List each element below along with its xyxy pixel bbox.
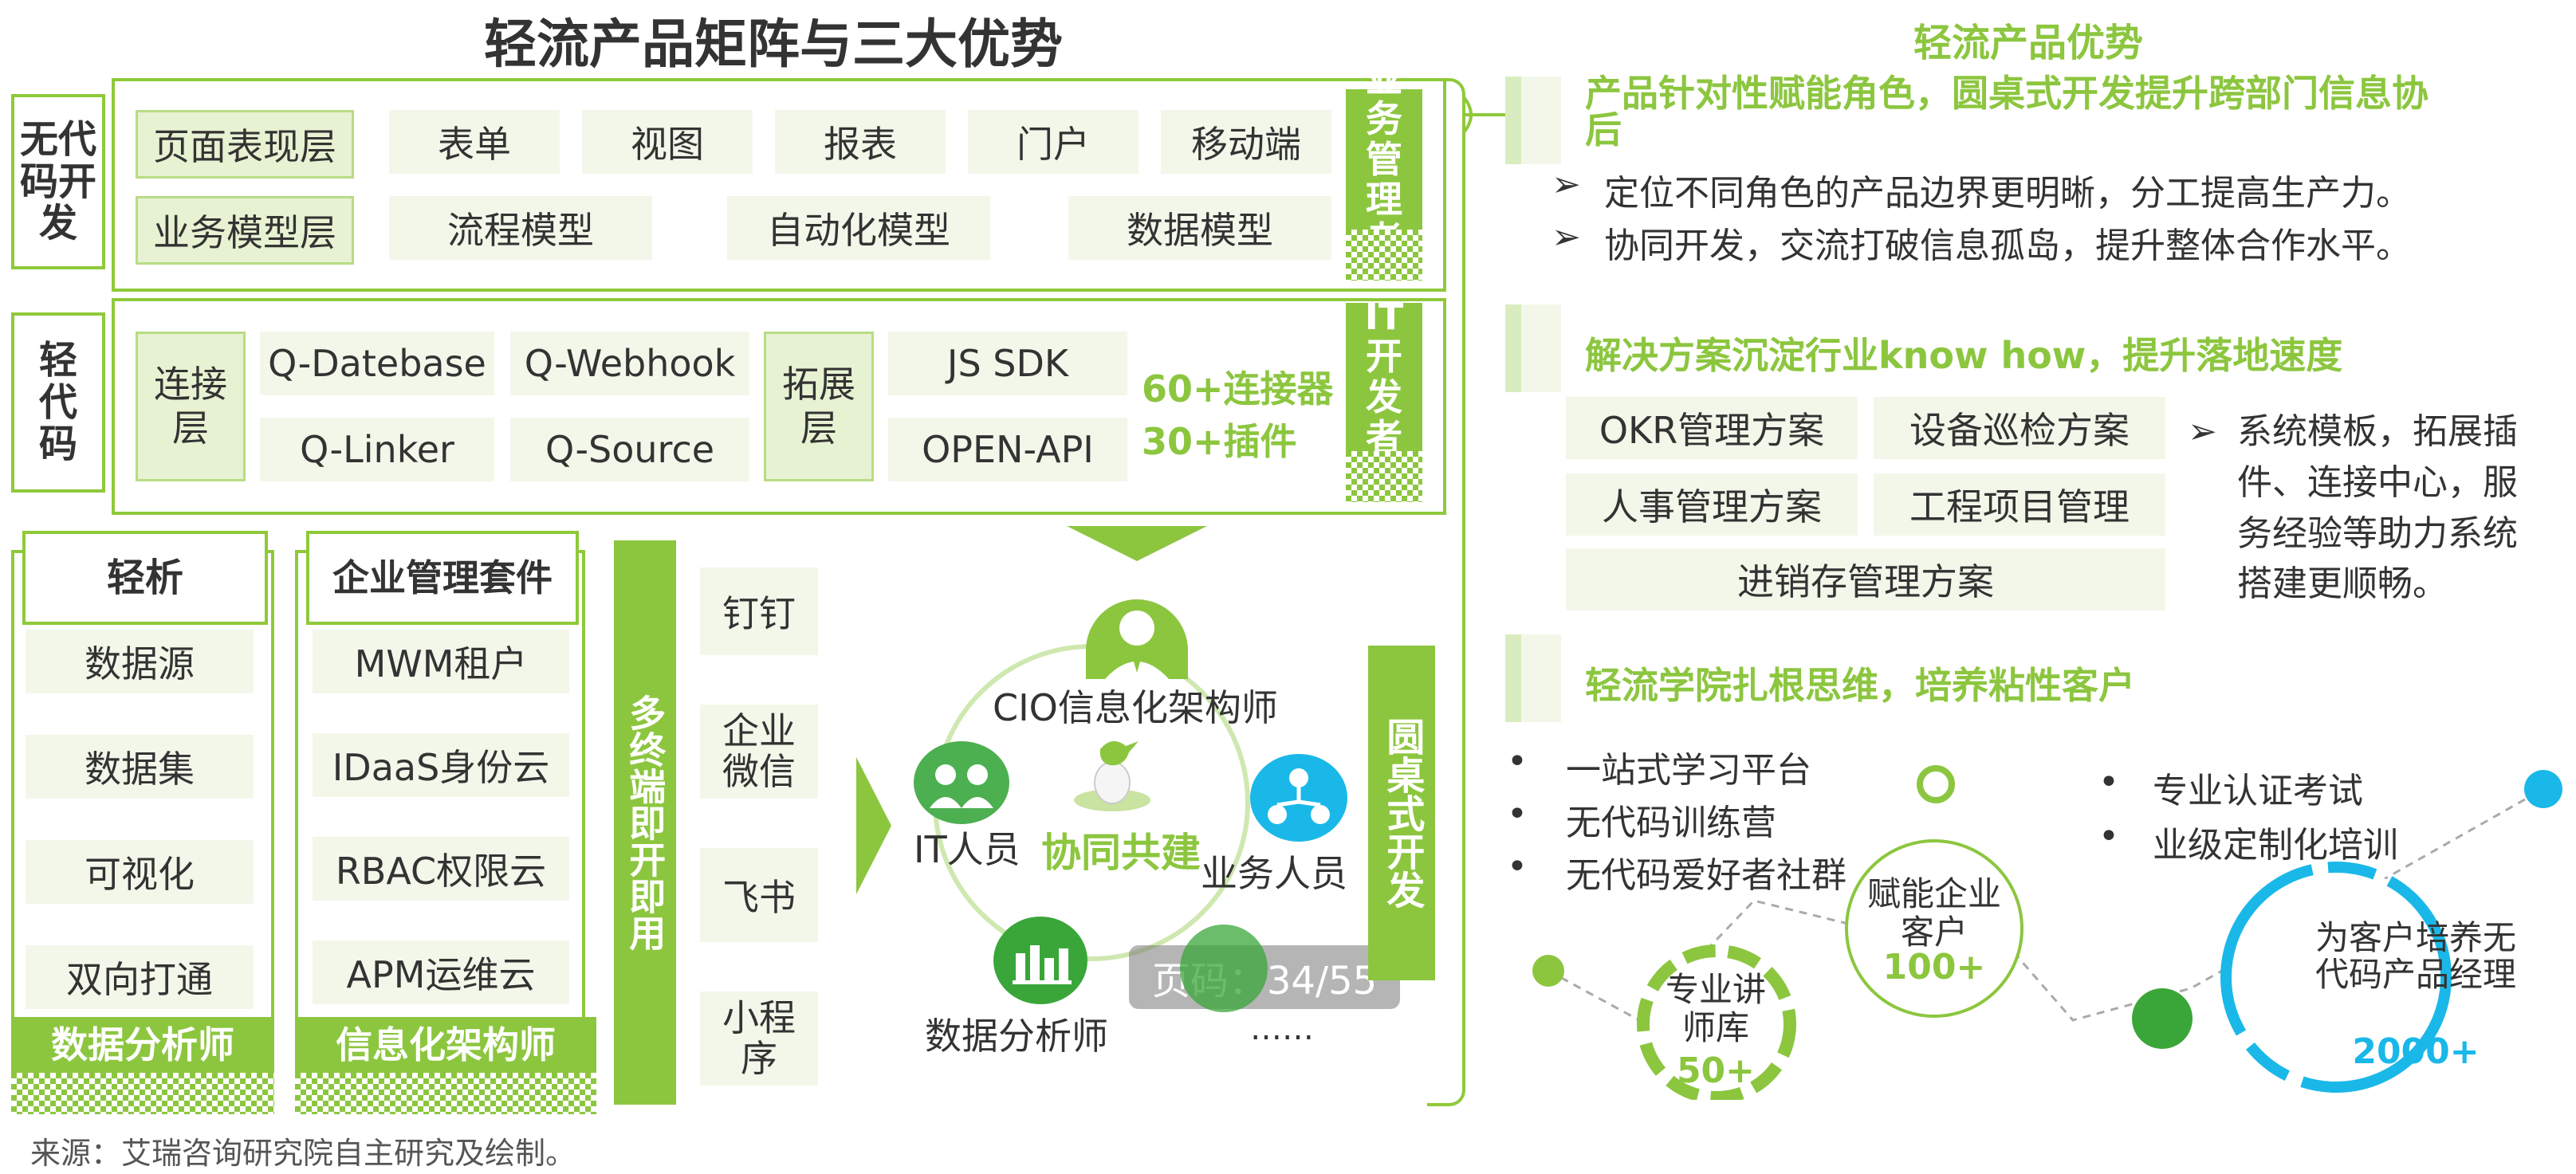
checker-4 <box>295 1073 596 1114</box>
solution-hr: 人事管理方案 <box>1566 473 1858 536</box>
analytics-item-1: 数据源 <box>26 630 254 693</box>
business-staff-icon <box>1250 754 1347 842</box>
terminal-dingtalk: 钉钉 <box>700 567 818 655</box>
analytics-title: 轻析 <box>22 531 268 625</box>
item-process: 流程模型 <box>389 196 652 260</box>
nocode-label: 无代码开发 <box>11 94 105 269</box>
bracket-pointer <box>1462 96 1505 134</box>
role-data-analyst: 数据分析师 <box>925 1015 1108 1058</box>
stat-plugins: 30+插件 <box>1142 420 1297 463</box>
adv2-marker <box>1505 304 1561 392</box>
analytics-footer: 数据分析师 <box>11 1017 274 1073</box>
adv3-title: 轻流学院扎根思维，培养粘性客户 <box>1585 664 2135 707</box>
adv2-title: 解决方案沉淀行业know how，提升落地速度 <box>1585 334 2343 377</box>
collab-center-label: 协同共建 <box>1041 830 1201 876</box>
adv3-dot-1-icon: • <box>1507 741 1528 782</box>
overlay-badge-icon <box>1180 925 1268 1012</box>
adv3-dot-5-icon: • <box>2098 816 2119 857</box>
layer-extend: 拓展层 <box>764 332 874 481</box>
item-datamodel: 数据模型 <box>1068 196 1331 260</box>
suite-item-3: RBAC权限云 <box>313 837 569 901</box>
circle1-label: 专业讲师库 <box>1665 970 1766 1048</box>
it-staff-icon <box>914 741 1009 824</box>
suite-title: 企业管理套件 <box>306 531 579 625</box>
adv1-marker <box>1505 77 1561 164</box>
suite-item-4: APM运维云 <box>313 940 569 1004</box>
terminal-feishu: 飞书 <box>700 848 818 942</box>
item-view: 视图 <box>582 110 753 174</box>
item-portal: 门户 <box>968 110 1139 174</box>
suite-item-1: MWM租户 <box>313 630 569 693</box>
multi-terminal-label: 多终端即开即用 <box>614 540 676 1105</box>
adv1-arrow-2-icon: ➢ <box>1551 217 1581 257</box>
adv3-dot-3-icon: • <box>1507 846 1528 887</box>
item-automation: 自动化模型 <box>727 196 990 260</box>
circle3-label: 为客户培养无代码产品经理 <box>2314 918 2516 995</box>
source-note: 来源：艾瑞咨询研究院自主研究及绘制。 <box>30 1136 576 1171</box>
adv3-marker <box>1505 634 1561 722</box>
checker-3 <box>11 1073 274 1114</box>
q-source: Q-Source <box>510 418 749 481</box>
adv1-arrow-1-icon: ➢ <box>1551 164 1581 205</box>
q-webhook: Q-Webhook <box>510 332 749 395</box>
item-form: 表单 <box>389 110 560 174</box>
item-mobile: 移动端 <box>1161 110 1331 174</box>
item-report: 报表 <box>775 110 946 174</box>
q-linker: Q-Linker <box>260 418 494 481</box>
growth-path <box>1532 765 2562 1100</box>
solution-inspection: 设备巡检方案 <box>1874 397 2165 459</box>
down-arrow <box>1067 526 1207 561</box>
terminal-miniprogram: 小程序 <box>700 991 818 1086</box>
advantages-heading: 轻流产品优势 <box>1913 21 2144 65</box>
lowcode-label: 轻代码 <box>11 312 105 493</box>
circle1-value: 50+ <box>1676 1050 1756 1091</box>
checker-2 <box>1346 451 1422 502</box>
role-business-staff: 业务人员 <box>1201 852 1347 895</box>
open-api: OPEN-API <box>888 418 1127 481</box>
adv1-bullet-1: 定位不同角色的产品边界更明晰，分工提高生产力。 <box>1604 173 2411 214</box>
analytics-item-4: 双向打通 <box>26 945 254 1009</box>
layer-page: 页面表现层 <box>136 110 354 179</box>
adv3-dot-2-icon: • <box>1507 794 1528 834</box>
role-business-manager: 业务管理者 <box>1346 58 1422 260</box>
adv3-left-3: 无代码爱好者社群 <box>1566 855 1846 896</box>
terminal-wecom: 企业微信 <box>700 705 818 799</box>
layer-business: 业务模型层 <box>136 196 354 265</box>
circle3-value: 2000+ <box>2352 1031 2480 1072</box>
q-datebase: Q-Datebase <box>260 332 494 395</box>
circle2-label: 赋能企业客户 <box>1866 874 2001 952</box>
solution-inventory: 进销存管理方案 <box>1566 548 2165 611</box>
solution-okr: OKR管理方案 <box>1566 397 1858 459</box>
analytics-item-2: 数据集 <box>26 735 254 799</box>
cio-avatar-icon <box>1086 599 1188 679</box>
solution-engineering: 工程项目管理 <box>1874 473 2165 536</box>
adv3-left-1: 一站式学习平台 <box>1566 750 1811 791</box>
role-cio: CIO信息化架构师 <box>993 686 1278 729</box>
suite-item-2: IDaaS身份云 <box>313 733 569 797</box>
adv3-right-2: 业级定制化培训 <box>2153 825 2398 866</box>
js-sdk: JS SDK <box>888 332 1127 395</box>
adv3-dot-4-icon: • <box>2098 762 2119 803</box>
analytics-item-3: 可视化 <box>26 840 254 904</box>
adv3-right-1: 专业认证考试 <box>2153 771 2363 811</box>
layer-connect: 连接层 <box>136 332 246 481</box>
adv2-arrow-icon: ➢ <box>2188 411 2217 452</box>
right-arrow <box>856 757 891 894</box>
bird-logo-icon <box>1068 727 1156 815</box>
role-it-developer: IT开发者 <box>1346 296 1422 457</box>
adv2-note: 系统模板，拓展插件、连接中心，服务经验等助力系统搭建更顺畅。 <box>2237 411 2518 605</box>
circle2-value: 100+ <box>1882 947 1986 987</box>
stat-connectors: 60+连接器 <box>1142 367 1334 410</box>
role-more: …… <box>1250 1011 1314 1047</box>
roundtable-label: 圆桌式开发 <box>1368 646 1435 980</box>
checker-1 <box>1346 230 1422 281</box>
adv1-title: 产品针对性赋能角色，圆桌式开发提升跨部门信息协后 <box>1585 72 2429 151</box>
adv1-bullet-2: 协同开发，交流打破信息孤岛，提升整体合作水平。 <box>1604 226 2411 266</box>
matrix-bracket <box>1427 78 1465 1106</box>
adv3-left-2: 无代码训练营 <box>1566 803 1776 843</box>
suite-footer: 信息化架构师 <box>295 1017 596 1073</box>
role-it-staff: IT人员 <box>914 828 1021 871</box>
page-title: 轻流产品矩阵与三大优势 <box>484 14 1063 75</box>
data-analyst-icon <box>993 917 1087 1004</box>
